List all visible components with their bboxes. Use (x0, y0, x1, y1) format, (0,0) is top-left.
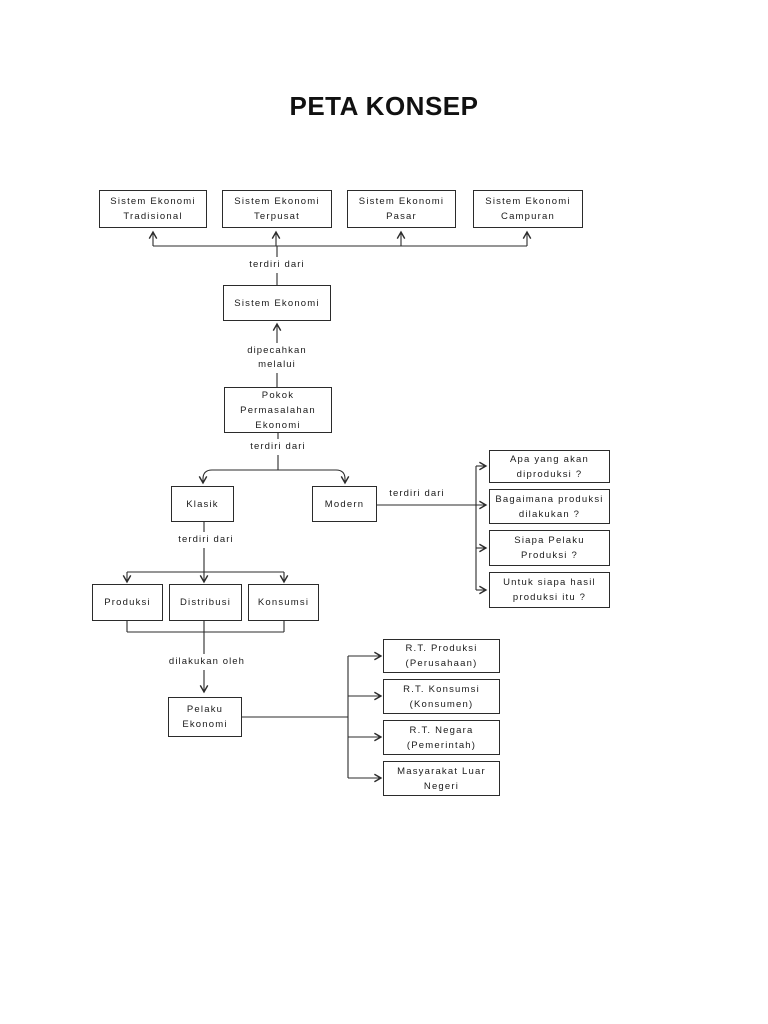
node-pokok-permasalahan-ekonomi: Pokok Permasalahan Ekonomi (224, 387, 332, 433)
edge-split-klasik-modern (198, 469, 350, 485)
node-bagaimana-produksi-dilakukan: Bagaimana produksi dilakukan ? (489, 489, 610, 524)
edge-label-dilakukan-oleh: dilakukan oleh (165, 654, 249, 670)
node-produksi: Produksi (92, 584, 163, 621)
node-pelaku-ekonomi: Pelaku Ekonomi (168, 697, 242, 737)
node-rt-konsumsi: R.T. Konsumsi (Konsumen) (383, 679, 500, 714)
page-title: PETA KONSEP (289, 91, 479, 121)
node-untuk-siapa-hasil-produksi: Untuk siapa hasil produksi itu ? (489, 572, 610, 608)
node-sistem-ekonomi-terpusat: Sistem Ekonomi Terpusat (222, 190, 332, 228)
node-rt-negara: R.T. Negara (Pemerintah) (383, 720, 500, 755)
edge-label-terdiri-dari-klasik: terdiri dari (175, 532, 237, 548)
edge-label-dipecahkan-melalui: dipecahkan melalui (244, 343, 310, 373)
node-konsumsi: Konsumsi (248, 584, 319, 621)
node-distribusi: Distribusi (169, 584, 242, 621)
node-masyarakat-luar-negeri: Masyarakat Luar Negeri (383, 761, 500, 796)
node-modern: Modern (312, 486, 377, 522)
node-sistem-ekonomi: Sistem Ekonomi (223, 285, 331, 321)
edge-label-terdiri-dari-modern: terdiri dari (386, 486, 448, 502)
node-klasik: Klasik (171, 486, 234, 522)
edge-label-terdiri-dari-pokok: terdiri dari (247, 439, 309, 455)
edge-label-terdiri-dari-sistem: terdiri dari (246, 257, 308, 273)
node-apa-yang-akan-diproduksi: Apa yang akan diproduksi ? (489, 450, 610, 483)
node-sistem-ekonomi-pasar: Sistem Ekonomi Pasar (347, 190, 456, 228)
node-rt-produksi: R.T. Produksi (Perusahaan) (383, 639, 500, 673)
node-sistem-ekonomi-campuran: Sistem Ekonomi Campuran (473, 190, 583, 228)
node-siapa-pelaku-produksi: Siapa Pelaku Produksi ? (489, 530, 610, 566)
node-sistem-ekonomi-tradisional: Sistem Ekonomi Tradisional (99, 190, 207, 228)
